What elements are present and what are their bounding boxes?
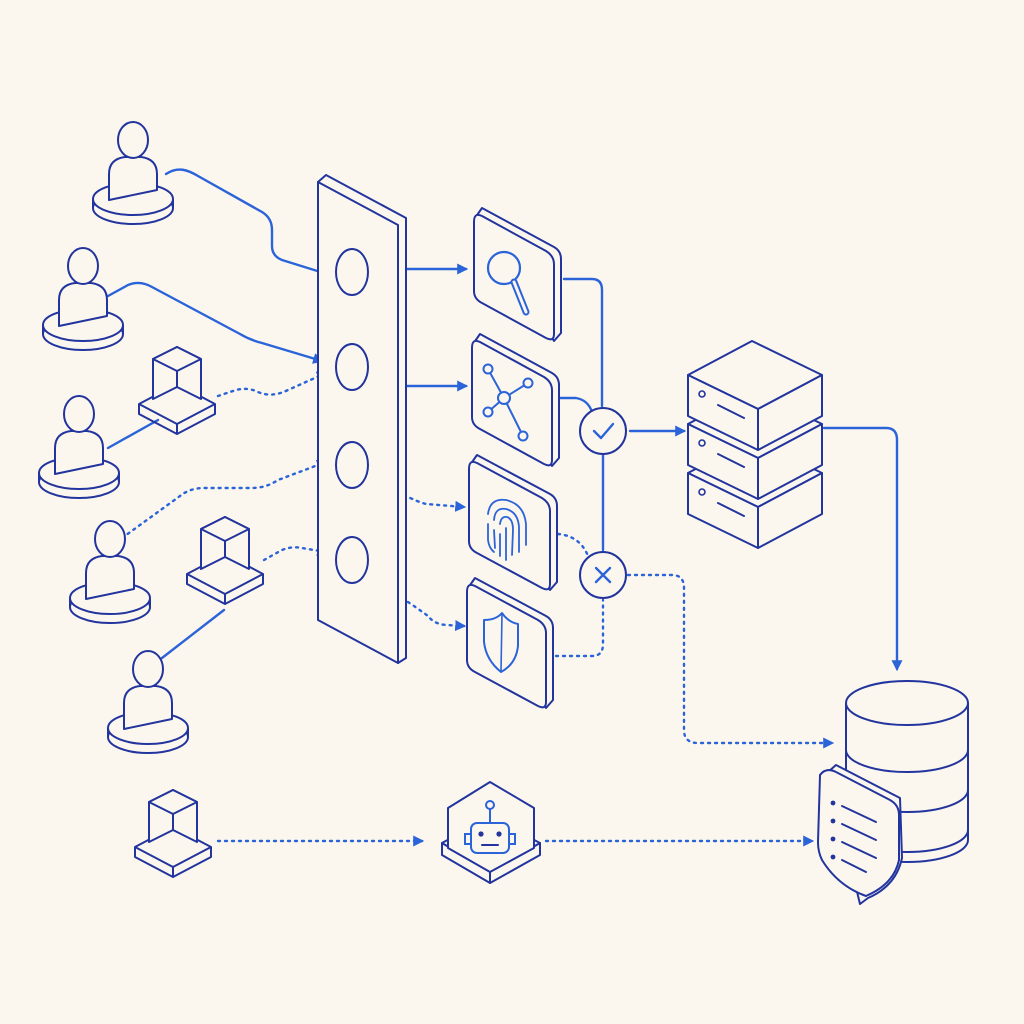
- gateway-port[interactable]: [335, 248, 369, 296]
- users: [38, 121, 189, 754]
- person-icon[interactable]: [38, 395, 120, 499]
- document-shield-icon: [817, 764, 903, 905]
- allow-decision[interactable]: [579, 407, 627, 455]
- policy-check[interactable]: [466, 577, 554, 709]
- check-tiles: [466, 207, 562, 709]
- gateway-panel[interactable]: [317, 174, 407, 664]
- gateway-port[interactable]: [335, 441, 369, 489]
- gateway-port[interactable]: [335, 536, 369, 584]
- deny-decision[interactable]: [579, 551, 627, 599]
- flow-deny-to-database: [626, 573, 835, 749]
- flow-gateway-to-policy: [400, 596, 467, 632]
- server-unit: [687, 340, 823, 451]
- cube-icon[interactable]: [134, 789, 212, 878]
- search-check[interactable]: [473, 207, 562, 342]
- decision-nodes: [579, 407, 627, 599]
- connectors: [106, 168, 903, 847]
- x-icon: [594, 566, 612, 584]
- flow-server-to-database: [822, 426, 903, 672]
- person-icon[interactable]: [107, 650, 189, 754]
- cube-icon[interactable]: [186, 516, 264, 605]
- link-user-3-device-1: [106, 418, 160, 450]
- robot-icon: [464, 800, 516, 854]
- shield-icon: [483, 612, 519, 673]
- network-graph-icon: [482, 363, 534, 442]
- biometric-check[interactable]: [468, 454, 558, 591]
- flow-user-4-to-gateway: [120, 459, 329, 540]
- flow-search-to-allow: [562, 277, 604, 408]
- cube-icon[interactable]: [138, 346, 216, 435]
- flow-biometric-to-deny: [556, 532, 590, 558]
- gateway-port[interactable]: [335, 343, 369, 391]
- person-icon[interactable]: [42, 247, 124, 351]
- flow-device-1-to-gateway: [216, 371, 329, 398]
- fingerprint-icon: [487, 498, 527, 561]
- magnifier-icon: [486, 250, 530, 316]
- flow-user-1-to-gateway: [164, 168, 330, 277]
- flow-gateway-to-biometric: [402, 493, 467, 512]
- bot-agent[interactable]: [441, 781, 541, 884]
- person-icon[interactable]: [92, 121, 174, 225]
- devices: [134, 346, 264, 878]
- flow-policy-to-deny: [554, 598, 605, 658]
- audit-log[interactable]: [817, 764, 903, 905]
- network-check[interactable]: [471, 333, 560, 467]
- person-icon[interactable]: [69, 520, 151, 624]
- flow-device-2-to-gateway: [262, 545, 329, 562]
- flow-network-to-allow: [558, 396, 594, 414]
- server-stack[interactable]: [687, 340, 823, 549]
- flow-user-2-to-gateway: [106, 281, 325, 364]
- checkmark-icon: [592, 422, 615, 440]
- link-user-5-device-2: [160, 608, 226, 660]
